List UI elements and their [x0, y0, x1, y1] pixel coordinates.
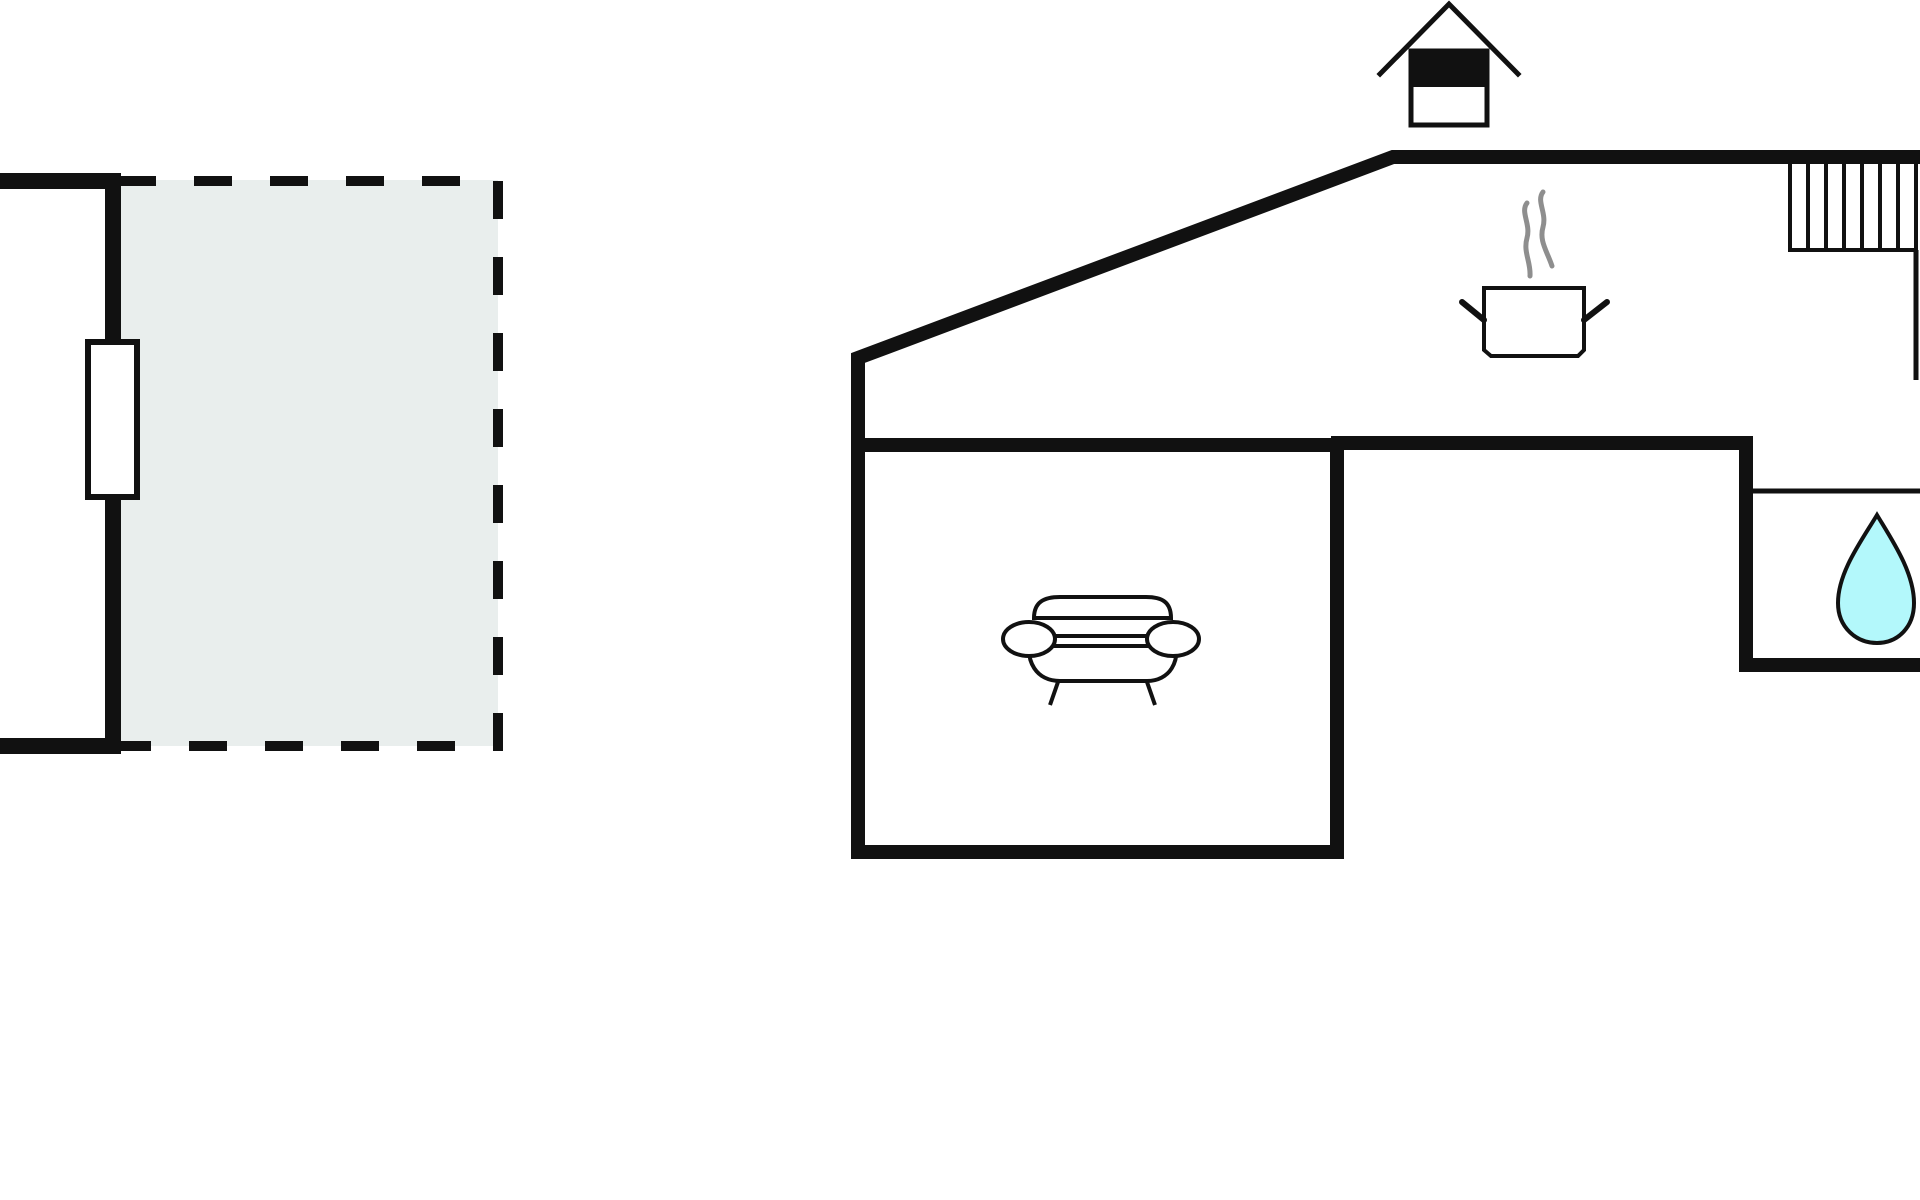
sofa-icon: [1001, 595, 1201, 706]
cooking-pot-icon: [1459, 189, 1610, 358]
terrace-area: [118, 180, 498, 746]
living-room-walls: [851, 438, 1344, 859]
window: [85, 339, 140, 500]
left-section: [0, 173, 503, 754]
water-drop-icon: [1835, 511, 1917, 646]
outer-wall: [851, 150, 1920, 450]
house-entrance-icon: [1376, 0, 1522, 128]
terrace-dashed-outline: [118, 176, 503, 751]
bathroom-walls: [1331, 436, 1920, 672]
house-walls: [851, 150, 1920, 859]
staircase: [1788, 160, 1918, 252]
